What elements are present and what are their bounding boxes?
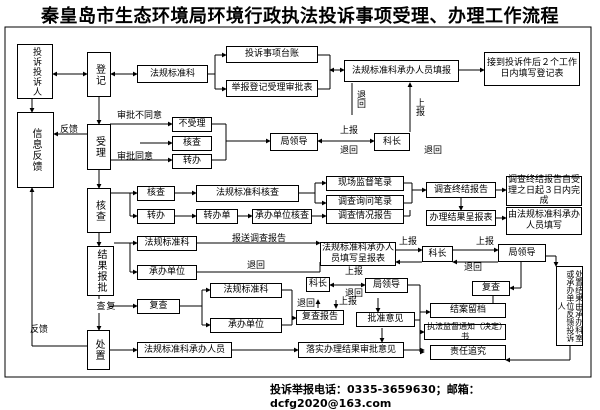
not-accept-box: 不受理 [172,117,212,132]
complaint-person-box: 投诉投诉人 [17,44,53,99]
phone-number: 0335-3659630 [347,383,436,396]
case-filing-box: 结案留档 [430,303,506,318]
flowchart: 秦皇岛市生态环境局环境行政执法投诉事项受理、办理工作流程 [4,6,592,410]
legal-verify-step-box: 核查 [137,186,175,201]
transfer-accept-box: 转办 [172,154,212,169]
inquiry-record-box: 调查询问笔录 [326,195,404,210]
final-report-box: 调查终结报告 [426,182,496,198]
legal-staff-box-2: 法规标准科 [137,236,197,251]
approval-opinion-box: 批准意见 [356,312,415,327]
contact-footer: 投诉举报电话：0335-3659630；邮箱： dcfg2020@163.com [270,381,600,410]
return-label-6: 退回 [345,289,364,299]
feedback-label-1: 反馈 [60,125,79,135]
closing-report-box: 办理结果呈报表 [426,210,496,226]
legal-handler-register-box: 法规标准科承办人员填报 [344,60,459,82]
transfer-step-box: 转办 [137,209,175,224]
disposal-box: 处置 [87,330,110,370]
result-report-box: 结果报批 [87,246,114,296]
bureau-leader-box-2: 局领导 [498,244,546,262]
return-label-4: 退回 [247,261,266,271]
report-up-label-6: 上报 [339,297,358,307]
legal-handler-box-3: 法规标准科承办人员 [137,342,232,358]
report-register-form-box: 举报登记受理审批表 [226,80,318,97]
transfer-form-box: 转办单 [196,209,238,224]
report-up-label-1: 上报 [340,126,359,136]
return-label-7: 退回 [297,299,316,309]
not-approved-label: 审批不同意 [117,111,163,121]
legal-staff-box-1: 法规标准科 [137,65,208,83]
review-check-box: 复查 [472,281,510,296]
report-up-label-5: 上报 [345,267,364,277]
bureau-leader-box-3: 局领导 [365,278,408,293]
register-box: 登记 [87,52,111,97]
implement-opinion-box: 落实办理结果审批意见 [298,342,404,358]
connector-layer [4,26,592,378]
enforcement-notice-box: 执法监督通知（决定）书 [424,322,506,341]
bureau-leader-box-1: 局领导 [270,133,318,151]
email-address: dcfg2020@163.com [270,397,392,410]
review-step-box: 复查 [137,299,180,314]
submit-report-label: 报送调查报告 [232,234,287,244]
legal-handler-report-box: 法规标准科承办人员填写呈报表 [320,242,396,266]
accountability-box: 责任追究 [430,345,506,360]
note-two-days-box: 接到投诉件后２个工作日内填写登记表 [484,52,580,86]
undertaking-verify-box: 承办单位核查 [252,209,312,224]
feedback-label-2: 反馈 [30,325,49,335]
verify-accept-box: 核查 [172,136,212,151]
review-report-box: 复查报告 [296,310,344,325]
note-three-days-box: 调查终结报告自受理之日起３日内完成 [506,174,582,207]
section-chief-box-3: 科长 [306,277,330,292]
return-label-5: 退回 [464,263,483,273]
report-up-label-2: 上报 [414,98,424,116]
email-label: ；邮箱： [435,383,480,396]
page-title: 秦皇岛市生态环境局环境行政执法投诉事项受理、办理工作流程 [41,6,559,27]
legal-verify-box: 法规标准科核查 [196,185,299,202]
phone-label: 投诉举报电话： [270,383,347,396]
outer-frame-rect [4,26,592,378]
site-record-box: 现场监督笔录 [326,176,404,191]
report-up-label-3: 上报 [399,237,418,247]
note-filled-by-box: 由法规标准科承办人员填写 [506,207,582,235]
report-up-label-4: 上报 [476,237,495,247]
undertaking-unit-box-2: 承办单位 [210,318,282,333]
accept-box: 受理 [87,124,111,170]
section-chief-box-1: 科长 [374,133,410,151]
approved-label: 审批同意 [117,152,154,162]
return-label-2: 退回 [340,146,359,156]
complaint-ledger-box: 投诉事项台账 [226,46,318,63]
section-chief-box-2: 科长 [422,246,453,262]
return-label-3: 退回 [424,146,443,156]
investigation-report-box: 调查情况报告 [326,209,404,224]
legal-staff-box-3: 法规标准科 [210,283,282,298]
return-label-1: 退回 [355,90,365,108]
verify-box: 核查 [87,188,111,233]
info-feedback-box: 信息反馈 [17,112,54,188]
review-box: 复查 [94,299,115,313]
result-feedback-note-box: 处置结果由承办科室或承办单位反馈投诉人 [556,266,584,346]
undertaking-unit-box-1: 承办单位 [137,265,197,280]
